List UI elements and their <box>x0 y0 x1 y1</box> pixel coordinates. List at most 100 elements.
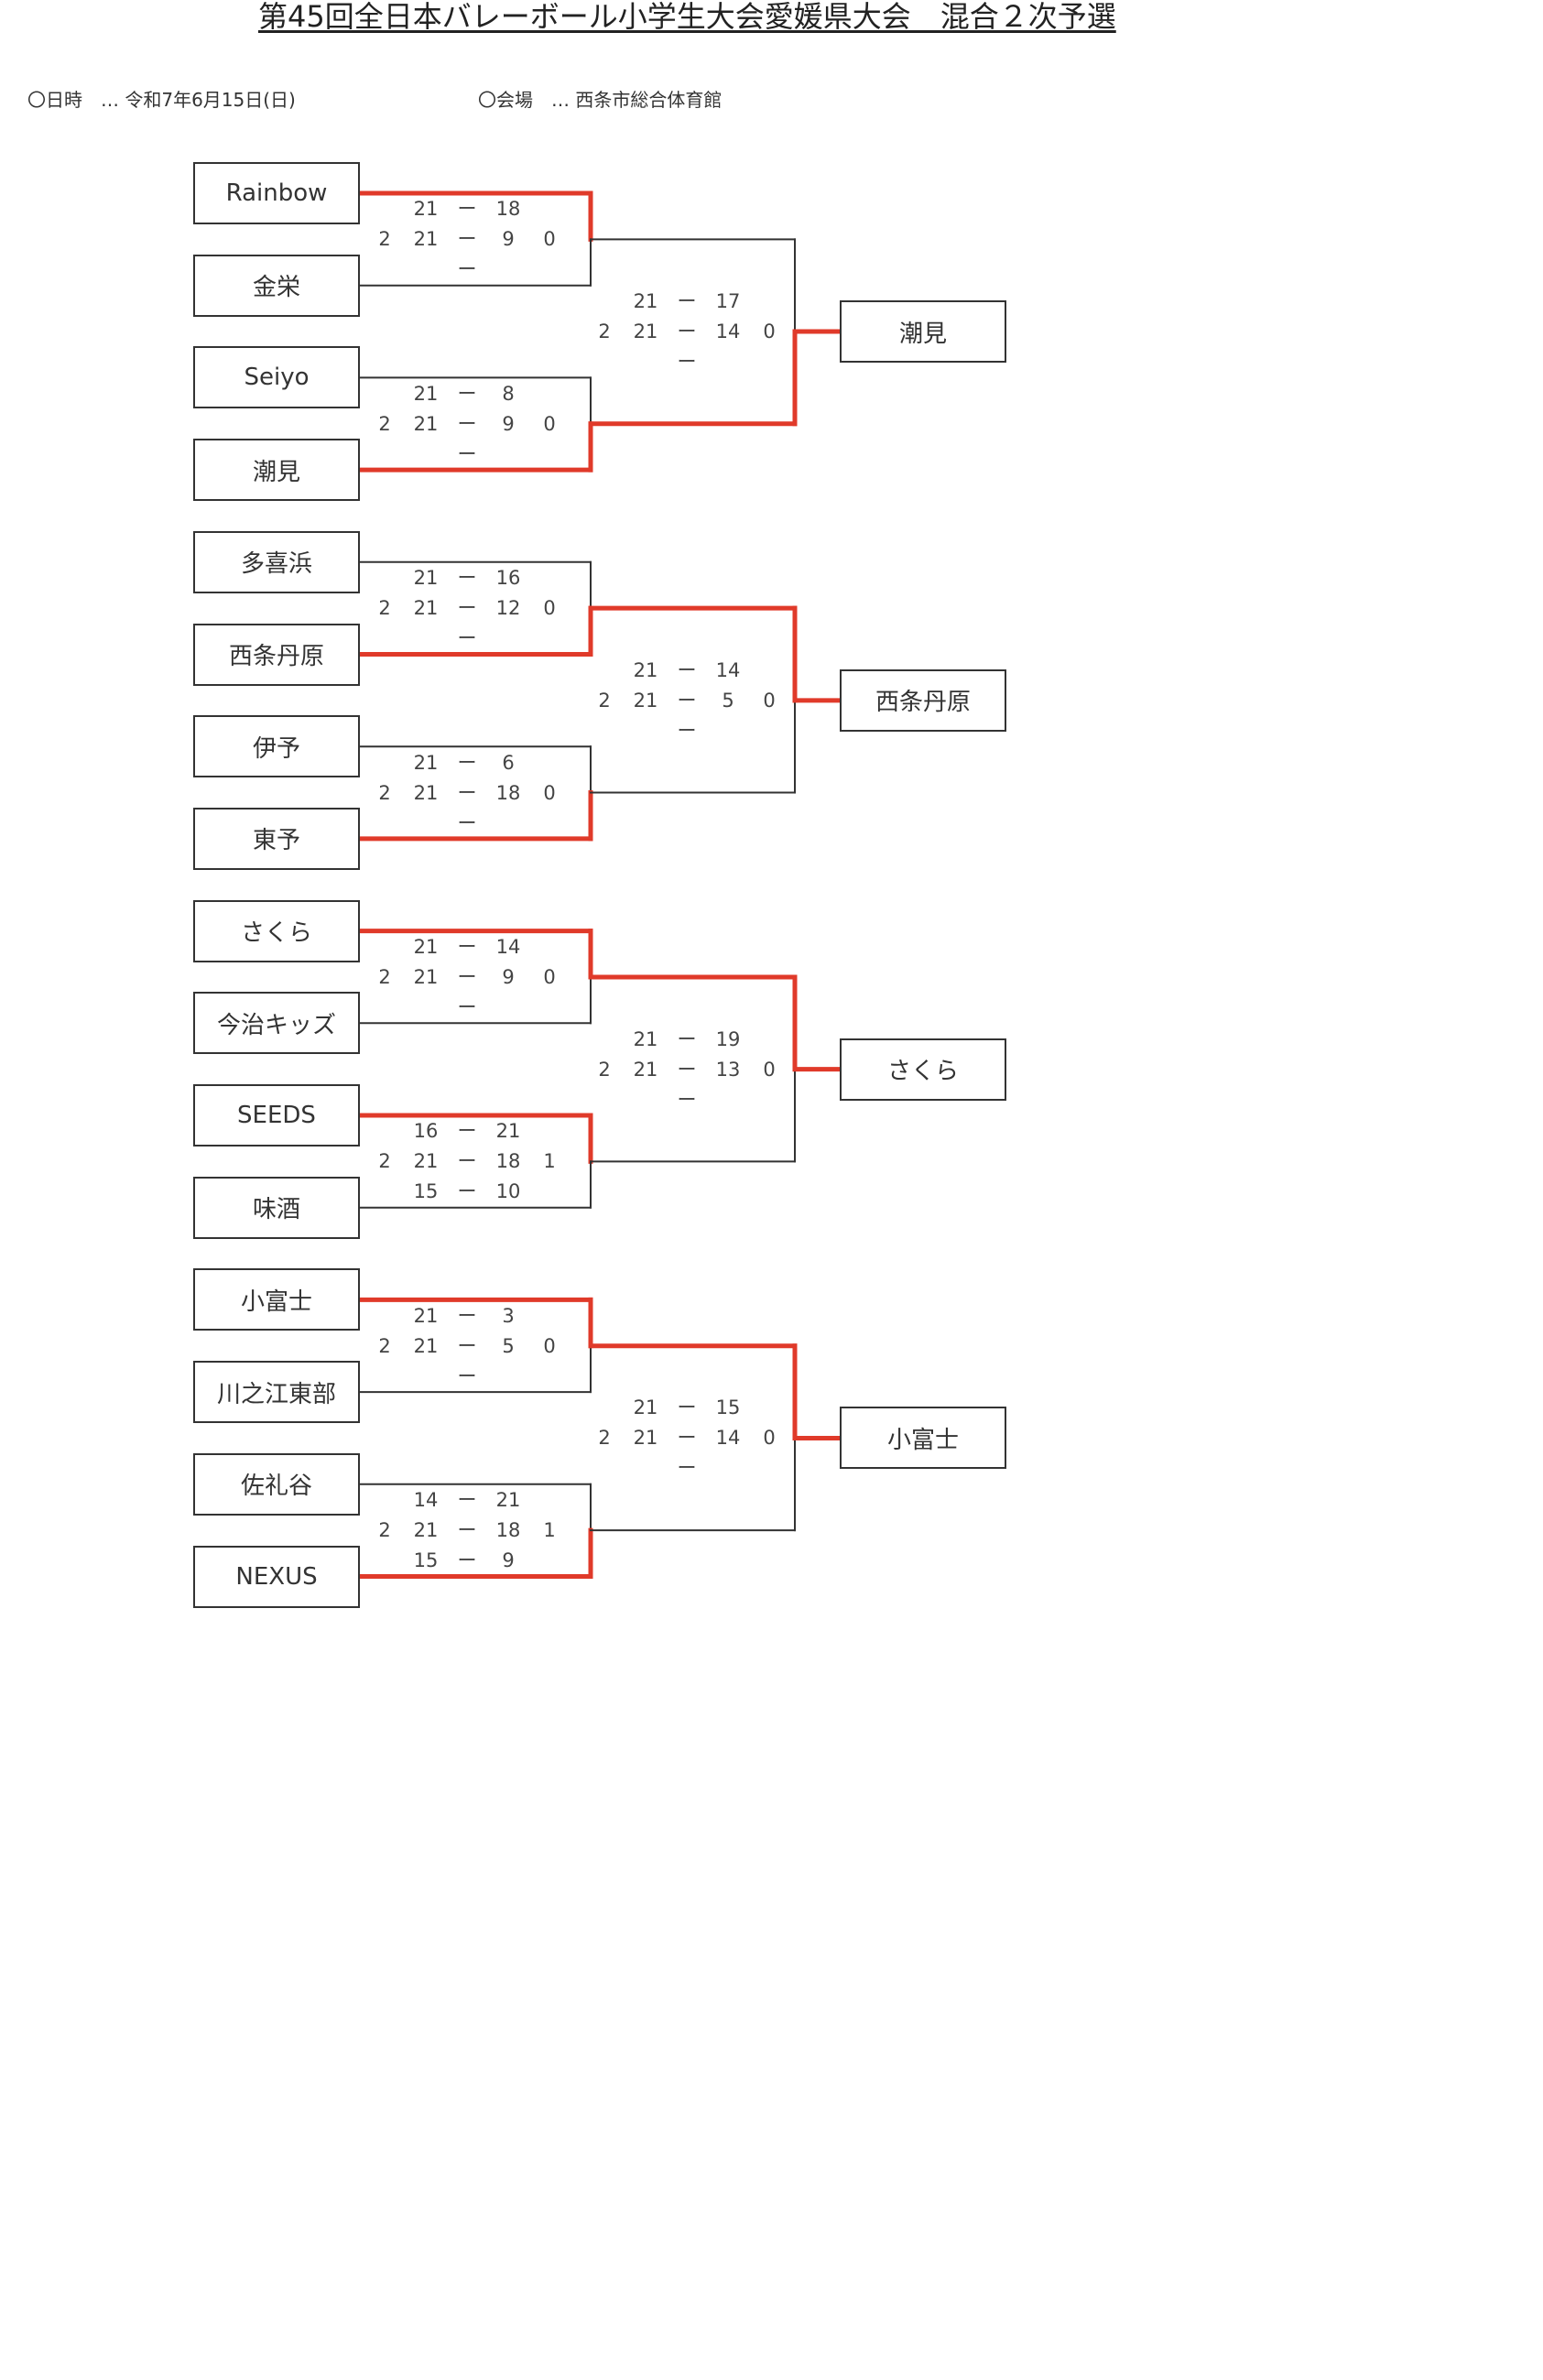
date-info: 〇日時 … 令和7年6月15日(日) <box>27 89 296 111</box>
r2-m3-set1-dash: ー <box>677 1396 697 1419</box>
team-box-12-label: 小富士 <box>240 1288 312 1316</box>
team-box-3-label: 潮見 <box>252 458 300 486</box>
r2-m3-sets-won-right: 0 <box>763 1427 776 1450</box>
r1-m5-set2-left: 21 <box>413 1150 439 1173</box>
r1-m2-sets-won-left: 2 <box>378 597 391 620</box>
page-title-row: 第45回全日本バレーボール小学生大会愛媛県大会 混合２次予選 <box>0 0 1543 33</box>
r1-m1-set1-right: 8 <box>502 382 515 405</box>
r2-m2-set1-left: 21 <box>633 1027 658 1050</box>
r1-m7-set3-right: 9 <box>502 1549 515 1572</box>
team-box-12: 小富士 <box>193 1268 360 1331</box>
r1-m7-set3-left: 15 <box>413 1549 439 1572</box>
r2-m1-set2-dash: ー <box>677 689 697 712</box>
team-box-13-label: 川之江東部 <box>216 1380 336 1408</box>
r1-m3-set1-left: 21 <box>413 751 439 774</box>
r2-m0-set1-left: 21 <box>633 290 658 313</box>
r1-m7-set2-left: 21 <box>413 1519 439 1542</box>
r2-m3-set3-dash: ー <box>677 1457 697 1480</box>
r1-m4-set1-right: 14 <box>495 935 521 958</box>
r2-m3-set2-left: 21 <box>633 1427 658 1450</box>
r1-m3-set1-dash: ー <box>457 751 477 774</box>
r1-m7-set1-left: 14 <box>413 1489 439 1512</box>
r1-m2-set2-right: 12 <box>495 597 521 620</box>
r2-m2-set1-dash: ー <box>677 1027 697 1050</box>
r2-m0-sets-won-right: 0 <box>763 321 776 343</box>
r1-m7-sets-won-left: 2 <box>378 1519 391 1542</box>
r1-m7-set3-dash: ー <box>457 1549 477 1572</box>
team-box-9-label: 今治キッズ <box>216 1011 336 1039</box>
r1-m5-sets-won-left: 2 <box>378 1150 391 1173</box>
team-box-7-label: 東予 <box>252 827 300 855</box>
r2-m0-set2-right: 14 <box>715 321 741 343</box>
r1-m2-set2-left: 21 <box>413 597 439 620</box>
r1-m1-set2-right: 9 <box>502 412 515 435</box>
r1-m4-set2-dash: ー <box>457 965 477 988</box>
team-box-7: 東予 <box>193 807 360 870</box>
r2-m3-set1-left: 21 <box>633 1396 658 1419</box>
r1-m5-sets-won-right: 1 <box>543 1150 556 1173</box>
r2-m2-set3-dash: ー <box>677 1088 697 1111</box>
r2-m0-set1-right: 17 <box>715 290 741 313</box>
r2-m1-set1-left: 21 <box>633 658 658 681</box>
winner-box-3: 小富士 <box>840 1407 1006 1470</box>
r1-m1-set1-left: 21 <box>413 382 439 405</box>
team-box-11: 味酒 <box>193 1176 360 1239</box>
winner-box-2-label: さくら <box>886 1058 959 1086</box>
r1-m3-set3-dash: ー <box>457 811 477 834</box>
r1-m1-set2-left: 21 <box>413 412 439 435</box>
r1-m4-set2-left: 21 <box>413 965 439 988</box>
r2-m0-set2-dash: ー <box>677 321 697 343</box>
r1-m2-set1-dash: ー <box>457 567 477 590</box>
r2-m0-set3-dash: ー <box>677 351 697 374</box>
r2-m0-set1-dash: ー <box>677 290 697 313</box>
r1-m4-sets-won-left: 2 <box>378 965 391 988</box>
r1-m3-set2-right: 18 <box>495 781 521 804</box>
team-box-2: Seiyo <box>193 346 360 409</box>
r1-m3-set2-dash: ー <box>457 781 477 804</box>
r1-m3-set2-left: 21 <box>413 781 439 804</box>
r1-m3-sets-won-left: 2 <box>378 781 391 804</box>
r1-m6-set2-left: 21 <box>413 1334 439 1357</box>
winner-box-3-label: 小富士 <box>886 1426 959 1454</box>
r2-m2-set2-right: 13 <box>715 1058 741 1081</box>
team-box-10: SEEDS <box>193 1084 360 1147</box>
team-box-9: 今治キッズ <box>193 992 360 1055</box>
r1-m1-sets-won-right: 0 <box>543 412 556 435</box>
r2-m3-set1-right: 15 <box>715 1396 741 1419</box>
r1-m5-set1-left: 16 <box>413 1120 439 1143</box>
r1-m4-set1-left: 21 <box>413 935 439 958</box>
r1-m0-sets-won-left: 2 <box>378 228 391 251</box>
team-box-15-label: NEXUS <box>235 1562 318 1591</box>
r1-m5-set2-dash: ー <box>457 1150 477 1173</box>
r1-m3-sets-won-right: 0 <box>543 781 556 804</box>
team-box-10-label: SEEDS <box>237 1102 316 1129</box>
winner-box-1: 西条丹原 <box>840 668 1006 732</box>
team-box-8-label: さくら <box>240 919 312 948</box>
r2-m2-set2-dash: ー <box>677 1058 697 1081</box>
winner-box-0: 潮見 <box>840 300 1006 364</box>
team-box-2-label: Seiyo <box>244 364 310 392</box>
r1-m0-set2-dash: ー <box>457 228 477 251</box>
r1-m7-sets-won-right: 1 <box>543 1519 556 1542</box>
r2-m1-sets-won-right: 0 <box>763 689 776 712</box>
r1-m5-set3-left: 15 <box>413 1180 439 1203</box>
r1-m6-set1-right: 3 <box>502 1304 515 1327</box>
r1-m0-set3-dash: ー <box>457 258 477 281</box>
r1-m6-set1-left: 21 <box>413 1304 439 1327</box>
r1-m2-set1-left: 21 <box>413 567 439 590</box>
r2-m0-sets-won-left: 2 <box>598 321 611 343</box>
team-box-14: 佐礼谷 <box>193 1452 360 1516</box>
r1-m0-set1-left: 21 <box>413 198 439 221</box>
r2-m2-set2-left: 21 <box>633 1058 658 1081</box>
r2-m3-set2-right: 14 <box>715 1427 741 1450</box>
r1-m2-set1-right: 16 <box>495 567 521 590</box>
team-box-8: さくら <box>193 899 360 962</box>
r1-m6-set2-dash: ー <box>457 1334 477 1357</box>
team-box-6-label: 伊予 <box>252 734 300 763</box>
r2-m2-sets-won-left: 2 <box>598 1058 611 1081</box>
r1-m7-set2-dash: ー <box>457 1519 477 1542</box>
r2-m3-sets-won-left: 2 <box>598 1427 611 1450</box>
r1-m4-set1-dash: ー <box>457 935 477 958</box>
team-box-15: NEXUS <box>193 1545 360 1608</box>
